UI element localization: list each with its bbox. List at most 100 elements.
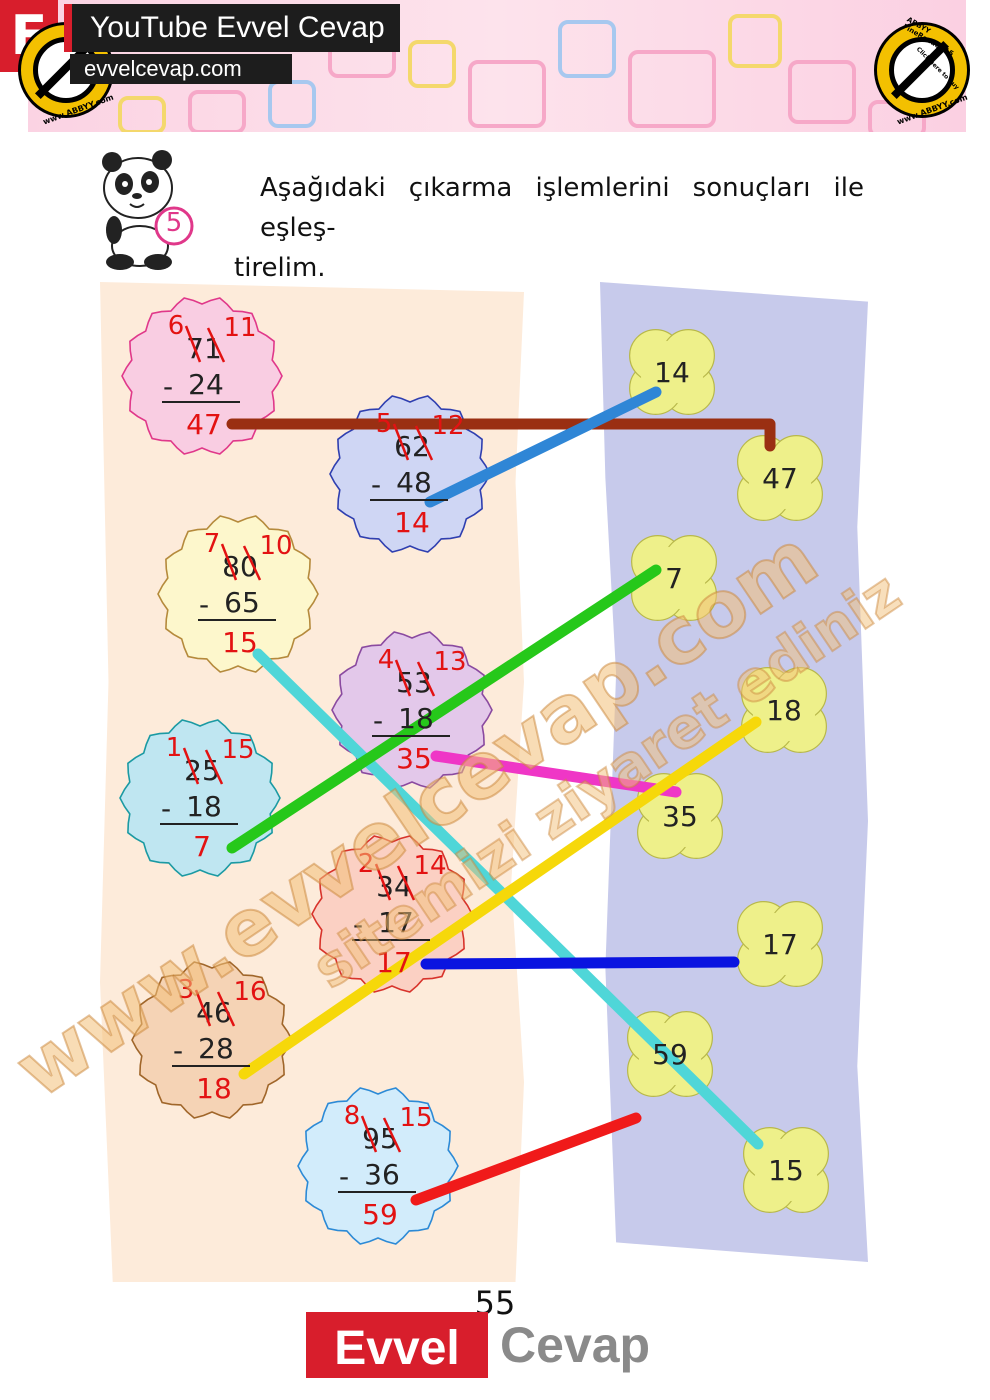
youtube-channel-title[interactable]: YouTube Evvel Cevap xyxy=(64,4,400,52)
minuend-p1: 71 xyxy=(186,332,222,365)
connection-p1-a47 xyxy=(226,418,776,452)
answer-value-a35: 35 xyxy=(662,800,698,833)
borrow-tens-p4: 4 xyxy=(378,645,395,675)
strike-ones-p1 xyxy=(206,327,226,363)
answer-value-a59: 59 xyxy=(652,1038,688,1071)
subtrahend-p3: 65 xyxy=(224,586,260,619)
connection-p2-a14 xyxy=(424,386,662,508)
answer-flower-a18[interactable] xyxy=(741,667,827,753)
minuend-p2: 62 xyxy=(394,430,430,463)
strike-ones-p6 xyxy=(396,865,416,901)
answer-value-a18: 18 xyxy=(766,694,802,727)
borrow-ones-p7: 16 xyxy=(233,977,266,1007)
subtrahend-p7: 28 xyxy=(198,1032,234,1065)
borrow-ones-p8: 15 xyxy=(399,1103,432,1133)
result-p1: 47 xyxy=(186,408,222,441)
minus-sign-p7: - xyxy=(173,1034,183,1067)
strike-ones-p5 xyxy=(204,749,224,785)
borrow-tens-p3: 7 xyxy=(204,529,221,559)
result-p5: 7 xyxy=(193,830,211,863)
result-p7: 18 xyxy=(196,1072,232,1105)
strike-tens-p8 xyxy=(360,1115,378,1153)
borrow-ones-p2: 12 xyxy=(431,411,464,441)
borrow-ones-p1: 11 xyxy=(223,313,256,343)
problem-bubble-p1 xyxy=(121,297,283,455)
strike-ones-p3 xyxy=(242,545,262,581)
minuend-p4: 53 xyxy=(396,666,432,699)
borrow-ones-p6: 14 xyxy=(413,851,446,881)
borrow-tens-p5: 1 xyxy=(166,733,183,763)
answer-flower-a17[interactable] xyxy=(737,901,823,987)
result-p2: 14 xyxy=(394,506,430,539)
strike-ones-p2 xyxy=(414,425,434,461)
strike-tens-p4 xyxy=(394,659,412,697)
strike-tens-p1 xyxy=(184,325,202,363)
subtrahend-p5: 18 xyxy=(186,790,222,823)
minus-sign-p4: - xyxy=(373,704,383,737)
exercise-number: 5 xyxy=(165,208,183,238)
subtrahend-p8: 36 xyxy=(364,1158,400,1191)
subtrahend-p1: 24 xyxy=(188,368,224,401)
result-p8: 59 xyxy=(362,1198,398,1231)
subtrahend-p2: 48 xyxy=(396,466,432,499)
borrow-tens-p7: 3 xyxy=(178,975,195,1005)
minuend-p7: 46 xyxy=(196,996,232,1029)
answers-column-background xyxy=(600,282,868,1262)
strike-ones-p7 xyxy=(216,991,236,1027)
borrow-ones-p5: 15 xyxy=(221,735,254,765)
connection-p4-a35 xyxy=(430,750,682,798)
borrow-tens-p1: 6 xyxy=(168,311,185,341)
instruction-text: Aşağıdaki çıkarma işlemlerini sonuçları … xyxy=(234,173,864,283)
problem-bubble-p4 xyxy=(331,631,493,789)
page-number: 55 xyxy=(474,1284,516,1322)
footer-logo-cevap: Cevap xyxy=(500,1317,651,1373)
connection-p8-a59 xyxy=(410,1112,642,1206)
minus-sign-p1: - xyxy=(163,370,173,403)
minus-sign-p2: - xyxy=(371,468,381,501)
answer-value-a7: 7 xyxy=(665,562,683,595)
strike-ones-p8 xyxy=(382,1117,402,1153)
connection-p5-a7 xyxy=(226,564,662,854)
subtrahend-p4: 18 xyxy=(398,702,434,735)
minus-sign-p3: - xyxy=(199,588,209,621)
abbyy-seal-right[interactable]: ABBYY FineReader 15 Click here to buy ww… xyxy=(874,16,970,126)
borrow-tens-p6: 2 xyxy=(358,849,375,879)
minuend-p8: 95 xyxy=(362,1122,398,1155)
footer-logo-evvel: Evvel xyxy=(306,1312,488,1378)
result-p3: 15 xyxy=(222,626,258,659)
problem-bubble-p7 xyxy=(131,961,293,1119)
minus-sign-p6: - xyxy=(353,908,363,941)
answer-flower-a15[interactable] xyxy=(743,1127,829,1213)
strike-ones-p4 xyxy=(416,661,436,697)
strike-tens-p5 xyxy=(182,747,200,785)
borrow-ones-p3: 10 xyxy=(259,531,292,561)
problem-bubble-p3 xyxy=(157,515,319,673)
website-label[interactable]: evvelcevap.com xyxy=(70,54,292,84)
strike-tens-p3 xyxy=(220,543,238,581)
borrow-tens-p2: 5 xyxy=(376,409,393,439)
borrow-tens-p8: 8 xyxy=(344,1101,361,1131)
problem-bubble-p2 xyxy=(329,395,491,553)
strike-tens-p7 xyxy=(194,989,212,1027)
panda-mascot-icon xyxy=(100,146,210,272)
minuend-p6: 34 xyxy=(376,870,412,903)
subtrahend-p6: 17 xyxy=(378,906,414,939)
minus-sign-p8: - xyxy=(339,1160,349,1193)
minuend-p5: 25 xyxy=(184,754,220,787)
answer-flower-a35[interactable] xyxy=(637,773,723,859)
answer-flower-a47[interactable] xyxy=(737,435,823,521)
minuend-p3: 80 xyxy=(222,550,258,583)
strike-tens-p2 xyxy=(392,423,410,461)
connection-p7-a18 xyxy=(238,716,762,1080)
minus-sign-p5: - xyxy=(161,792,171,825)
borrow-ones-p4: 13 xyxy=(433,647,466,677)
result-p6: 17 xyxy=(376,946,412,979)
result-p4: 35 xyxy=(396,742,432,775)
answer-value-a47: 47 xyxy=(762,462,798,495)
strike-tens-p6 xyxy=(374,863,392,901)
problem-bubble-p6 xyxy=(311,835,473,993)
answer-value-a14: 14 xyxy=(654,356,690,389)
answer-value-a17: 17 xyxy=(762,928,798,961)
answer-value-a15: 15 xyxy=(768,1154,804,1187)
